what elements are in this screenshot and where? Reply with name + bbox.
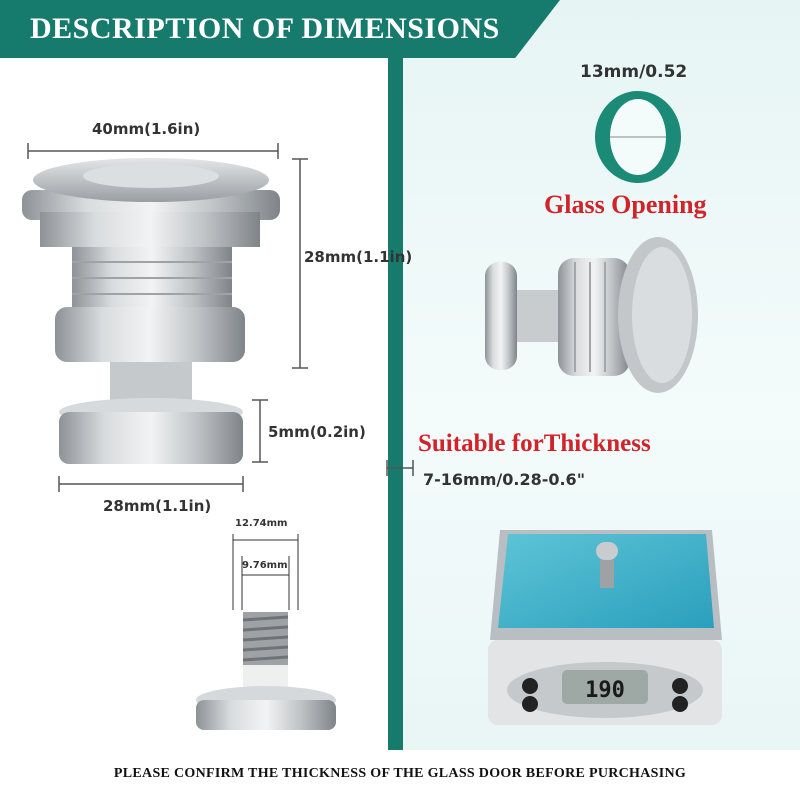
- dimension-lines: [27, 143, 414, 492]
- thickness-label: Suitable forThickness: [418, 430, 651, 457]
- thickness-range: 7-16mm/0.28-0.6": [423, 470, 586, 489]
- page-title: DESCRIPTION OF DIMENSIONS: [30, 12, 500, 45]
- dimension-height: 28mm(1.1in): [304, 248, 413, 266]
- knob-side-view: [485, 237, 698, 393]
- glass-opening-label: Glass Opening: [544, 190, 707, 219]
- divider-strip: [388, 58, 403, 750]
- opening-size-label: 13mm/0.52: [580, 62, 688, 82]
- dimension-base-width: 28mm(1.1in): [103, 497, 212, 515]
- thread-outer-diameter: 12.74mm: [235, 518, 288, 529]
- footer-notice: PLEASE CONFIRM THE THICKNESS OF THE GLAS…: [113, 766, 687, 781]
- knob-front-view: [22, 158, 280, 464]
- glass-opening-diagram: [595, 91, 681, 183]
- dimension-base-thickness: 5mm(0.2in): [268, 423, 366, 441]
- title-banner: [0, 0, 560, 58]
- kitchen-scale-image: [488, 530, 722, 725]
- screw-base-image: [196, 534, 336, 730]
- scale-readout: 190: [585, 678, 625, 703]
- dimension-width-top: 40mm(1.6in): [92, 120, 201, 138]
- thread-inner-diameter: 9.76mm: [242, 560, 288, 571]
